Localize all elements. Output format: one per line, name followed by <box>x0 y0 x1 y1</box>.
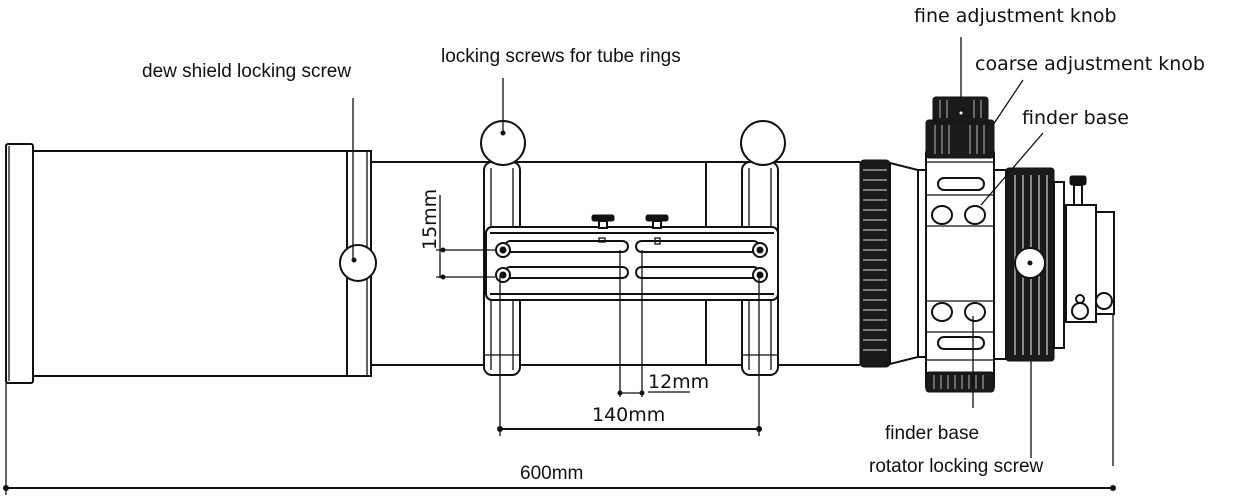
label-locking-screws-tube-rings: locking screws for tube rings <box>441 46 681 67</box>
focuser-knurled-ring <box>859 159 891 368</box>
dimension-12mm: 12mm <box>648 371 709 393</box>
label-rotator-locking-screw: rotator locking screw <box>869 456 1044 477</box>
dovetail-plate <box>485 214 779 301</box>
rotator-flange <box>993 169 1007 360</box>
tube-ring-right <box>740 120 786 376</box>
focuser-housing <box>925 96 995 393</box>
focuser-taper <box>889 161 919 366</box>
coarse-knob-leader <box>992 79 1024 126</box>
ring-spacing-dimension <box>497 275 762 436</box>
slot-spacing-dimension <box>436 195 495 280</box>
focuser-drawtube <box>1053 175 1115 349</box>
dimension-15mm: 15mm <box>419 189 441 250</box>
dew-shield <box>5 143 372 384</box>
finder-base-top-leader <box>980 132 1044 206</box>
overall-length-dimension <box>3 383 1116 495</box>
label-finder-base-top: finder base <box>1022 107 1129 129</box>
focuser-body-step <box>917 169 927 358</box>
dimension-140mm: 140mm <box>592 404 665 426</box>
dimension-600mm: 600mm <box>520 463 583 484</box>
label-fine-adjustment-knob: fine adjustment knob <box>914 5 1117 27</box>
dew-shield-locking-screw <box>339 244 377 282</box>
tube-ring-locking-screw-right <box>740 120 786 166</box>
slot-gap-dimension <box>617 250 690 397</box>
label-coarse-adjustment-knob: coarse adjustment knob <box>975 53 1205 75</box>
label-dew-shield-locking-screw: dew shield locking screw <box>142 61 351 82</box>
label-finder-base-bottom: finder base <box>885 423 979 444</box>
